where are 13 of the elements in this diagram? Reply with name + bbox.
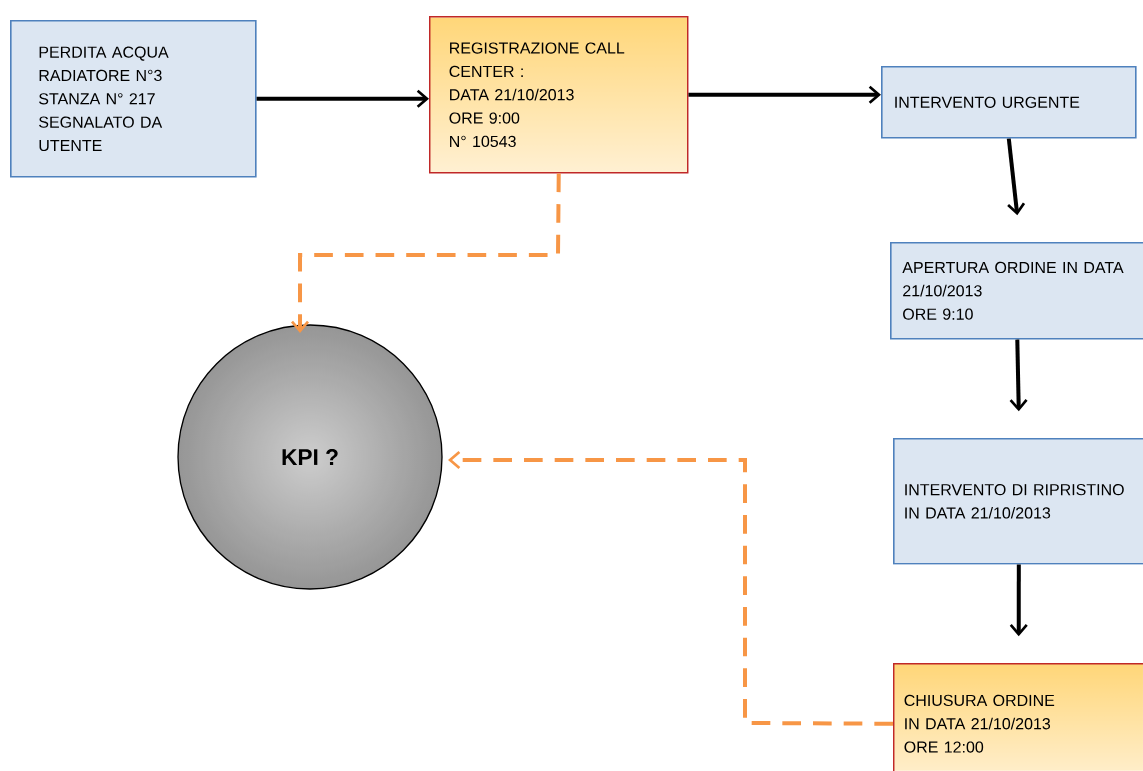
process-box: REGISTRAZIONE CALL CENTER : DATA 21/10/2013 ORE 9:00 N° 10543: [429, 16, 689, 174]
arrow: [688, 85, 881, 104]
process-box: APERTURA ORDINE IN DATA 21/10/2013 ORE 9:10: [890, 242, 1143, 340]
process-box: PERDITA ACQUA RADIATORE N°3 STANZA N° 217 SEGNALATO DA UTENTE: [10, 20, 257, 178]
arrow: [256, 89, 429, 108]
process-box: INTERVENTO URGENTE: [881, 66, 1137, 139]
arrow: [448, 451, 893, 726]
arrow: [1006, 138, 1026, 216]
process-box: CHIUSURA ORDINE IN DATA 21/10/2013 ORE 12:00: [893, 663, 1143, 771]
arrow: [1009, 564, 1028, 637]
arrow: [1009, 339, 1028, 412]
arrow: [291, 173, 561, 333]
process-box: INTERVENTO DI RIPRISTINO IN DATA 21/10/2013: [893, 438, 1143, 565]
